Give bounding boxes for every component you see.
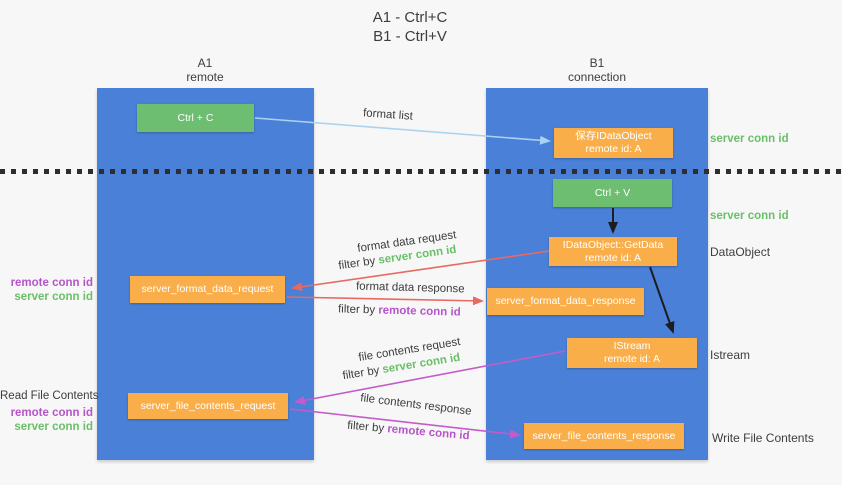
filter-by-remote-conn-id-label-1: filter by remote conn id [338, 303, 461, 318]
ctrl-v-box: Ctrl + V [553, 179, 672, 207]
read-file-contents-label: Read File Contents [0, 390, 99, 402]
remote-conn-id-text: remote conn id [386, 423, 470, 443]
write-file-contents-label: Write File Contents [712, 431, 814, 445]
dotted-separator [0, 169, 842, 174]
filter-by-text: filter by [337, 303, 379, 317]
format-data-response-label: format data response [355, 280, 465, 296]
dataobject-label: DataObject [710, 245, 771, 259]
filter-by-remote-conn-id-label-2: filter by remote conn id [347, 420, 470, 443]
format-list-label: format list [362, 107, 414, 123]
getdata-line2: remote id: A [584, 251, 642, 264]
filter-by-text: filter by [346, 419, 388, 436]
lane-a1-subtitle: remote [186, 70, 224, 84]
lane-header-b1: B1 connection [547, 56, 647, 84]
lane-b1-name: B1 [589, 56, 605, 70]
remote-conn-id-text: remote conn id [378, 304, 461, 319]
remote-conn-id-label-1: remote conn id [10, 277, 93, 289]
lane-b1-subtitle: connection [567, 70, 627, 84]
remote-conn-id-label-2: remote conn id [10, 407, 93, 419]
server-file-contents-request-box: server_file_contents_request [128, 393, 288, 419]
format-request-label: server_format_data_request [141, 283, 274, 295]
save-idataobject-line1: 保存IDataObject [575, 130, 652, 142]
idataobject-getdata-box: IDataObject::GetData remote id: A [549, 237, 677, 266]
server-conn-id-label-1: server conn id [14, 291, 93, 303]
istream-box: IStream remote id: A [567, 338, 697, 368]
filter-by-text: filter by [341, 364, 384, 383]
ctrl-v-label: Ctrl + V [594, 186, 631, 199]
istream-label: Istream [710, 348, 751, 362]
server-conn-id-label-mid: server conn id [710, 210, 789, 222]
file-response-label: server_file_contents_response [532, 429, 676, 442]
lane-header-a1: A1 remote [155, 56, 255, 84]
lane-a1-name: A1 [197, 56, 213, 70]
server-format-data-request-box: server_format_data_request [130, 276, 285, 303]
server-conn-id-label-top: server conn id [710, 133, 789, 145]
server-format-data-response-box: server_format_data_response [487, 288, 644, 315]
filter-by-text: filter by [337, 254, 380, 273]
file-contents-response-label: file contents response [359, 392, 473, 418]
getdata-line1: IDataObject::GetData [562, 238, 664, 251]
file-request-label: server_file_contents_request [140, 399, 276, 412]
format-response-label: server_format_data_response [495, 295, 636, 307]
server-file-contents-response-box: server_file_contents_response [524, 423, 684, 449]
format-data-response-arrow [286, 296, 484, 306]
save-idataobject-box: 保存IDataObject remote id: A [554, 128, 673, 158]
diagram-title: A1 - Ctrl+C B1 - Ctrl+V [330, 8, 490, 46]
server-conn-id-label-2: server conn id [14, 421, 93, 433]
save-idataobject-line2: remote id: A [585, 143, 642, 155]
istream-line1: IStream [613, 340, 651, 352]
left-conn-id-group-2: Read File Contents remote conn id server… [0, 389, 99, 434]
title-line-1: A1 - Ctrl+C [372, 9, 448, 26]
istream-line2: remote id: A [603, 353, 661, 365]
title-line-2: B1 - Ctrl+V [373, 28, 447, 45]
ctrl-c-box: Ctrl + C [137, 104, 254, 132]
ctrl-c-label: Ctrl + C [177, 111, 214, 124]
left-conn-id-group-1: remote conn id server conn id [0, 276, 93, 304]
